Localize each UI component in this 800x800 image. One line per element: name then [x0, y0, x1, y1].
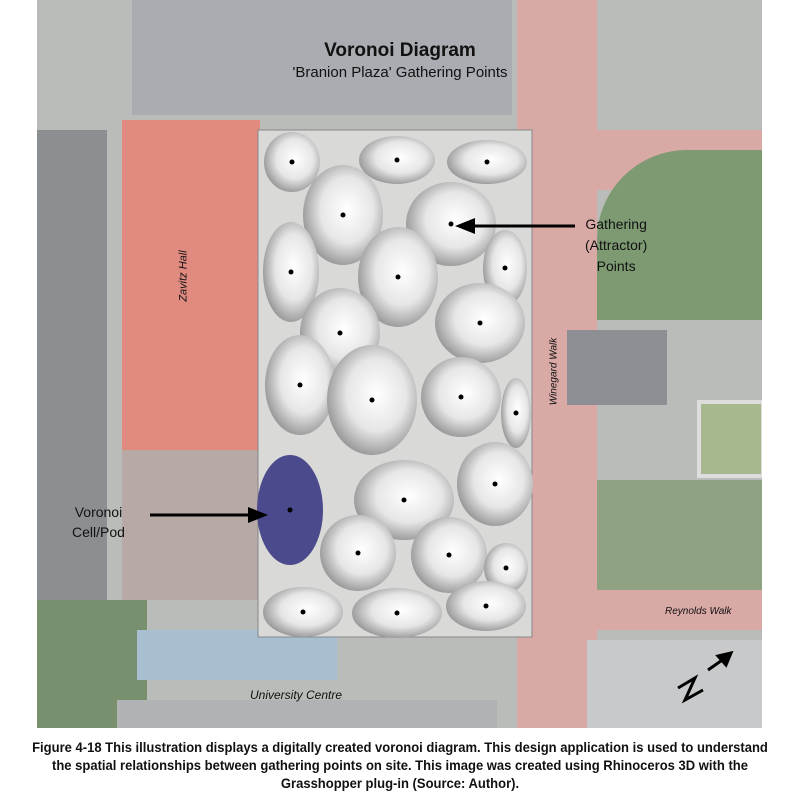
house	[567, 330, 667, 405]
university-centre-roof	[137, 630, 337, 680]
attractor-point	[448, 221, 454, 227]
attractor-point	[289, 159, 295, 165]
attractor-point	[369, 397, 375, 403]
attractor-point	[458, 394, 464, 400]
attractor-point	[484, 159, 490, 165]
university-centre-label: University Centre	[250, 688, 343, 702]
attractor-point	[288, 269, 294, 275]
attractor-point	[483, 603, 489, 609]
green-lawn	[597, 150, 762, 320]
red-path-south	[517, 590, 762, 630]
reynolds-walk-label: Reynolds Walk	[665, 606, 732, 617]
bottom-building	[117, 700, 497, 728]
diagram-title: Voronoi Diagram	[324, 40, 476, 61]
attractor-point	[492, 481, 498, 487]
patio	[122, 450, 258, 600]
top-building	[132, 0, 512, 115]
attractor-point	[287, 507, 293, 513]
gathering-arrowhead	[455, 218, 475, 234]
attractor-point	[337, 330, 343, 336]
attractor-point	[394, 157, 400, 163]
attractor-point	[513, 410, 519, 416]
gathering-points-label: Gathering (Attractor) Points	[585, 216, 648, 274]
site-map	[37, 0, 762, 728]
attractor-point	[503, 565, 509, 571]
attractor-point	[502, 265, 508, 271]
green-roof	[697, 400, 762, 478]
attractor-point	[355, 550, 361, 556]
zavitz-hall-roof	[122, 120, 260, 450]
attractor-point	[395, 274, 401, 280]
zavitz-hall-label: Zavitz Hall	[177, 250, 190, 302]
attractor-point	[446, 552, 452, 558]
bottom-right-building	[587, 640, 762, 728]
diagram-subtitle: 'Branion Plaza' Gathering Points	[292, 64, 508, 81]
voronoi-cell-label: Voronoi Cell/Pod	[72, 504, 125, 540]
green-lawn-south	[597, 480, 762, 590]
attractor-point	[401, 497, 407, 503]
attractor-point	[477, 320, 483, 326]
cell-arrowhead	[248, 507, 268, 523]
voronoi-diagram	[150, 129, 734, 704]
attractor-point	[297, 382, 303, 388]
figure-caption: Figure 4-18 This illustration displays a…	[32, 739, 768, 791]
attractor-point	[394, 610, 400, 616]
attractor-point	[340, 212, 346, 218]
north-arrow-icon	[677, 650, 734, 704]
winegard-walk-label: Winegard Walk	[548, 337, 560, 406]
attractor-point	[300, 609, 306, 615]
